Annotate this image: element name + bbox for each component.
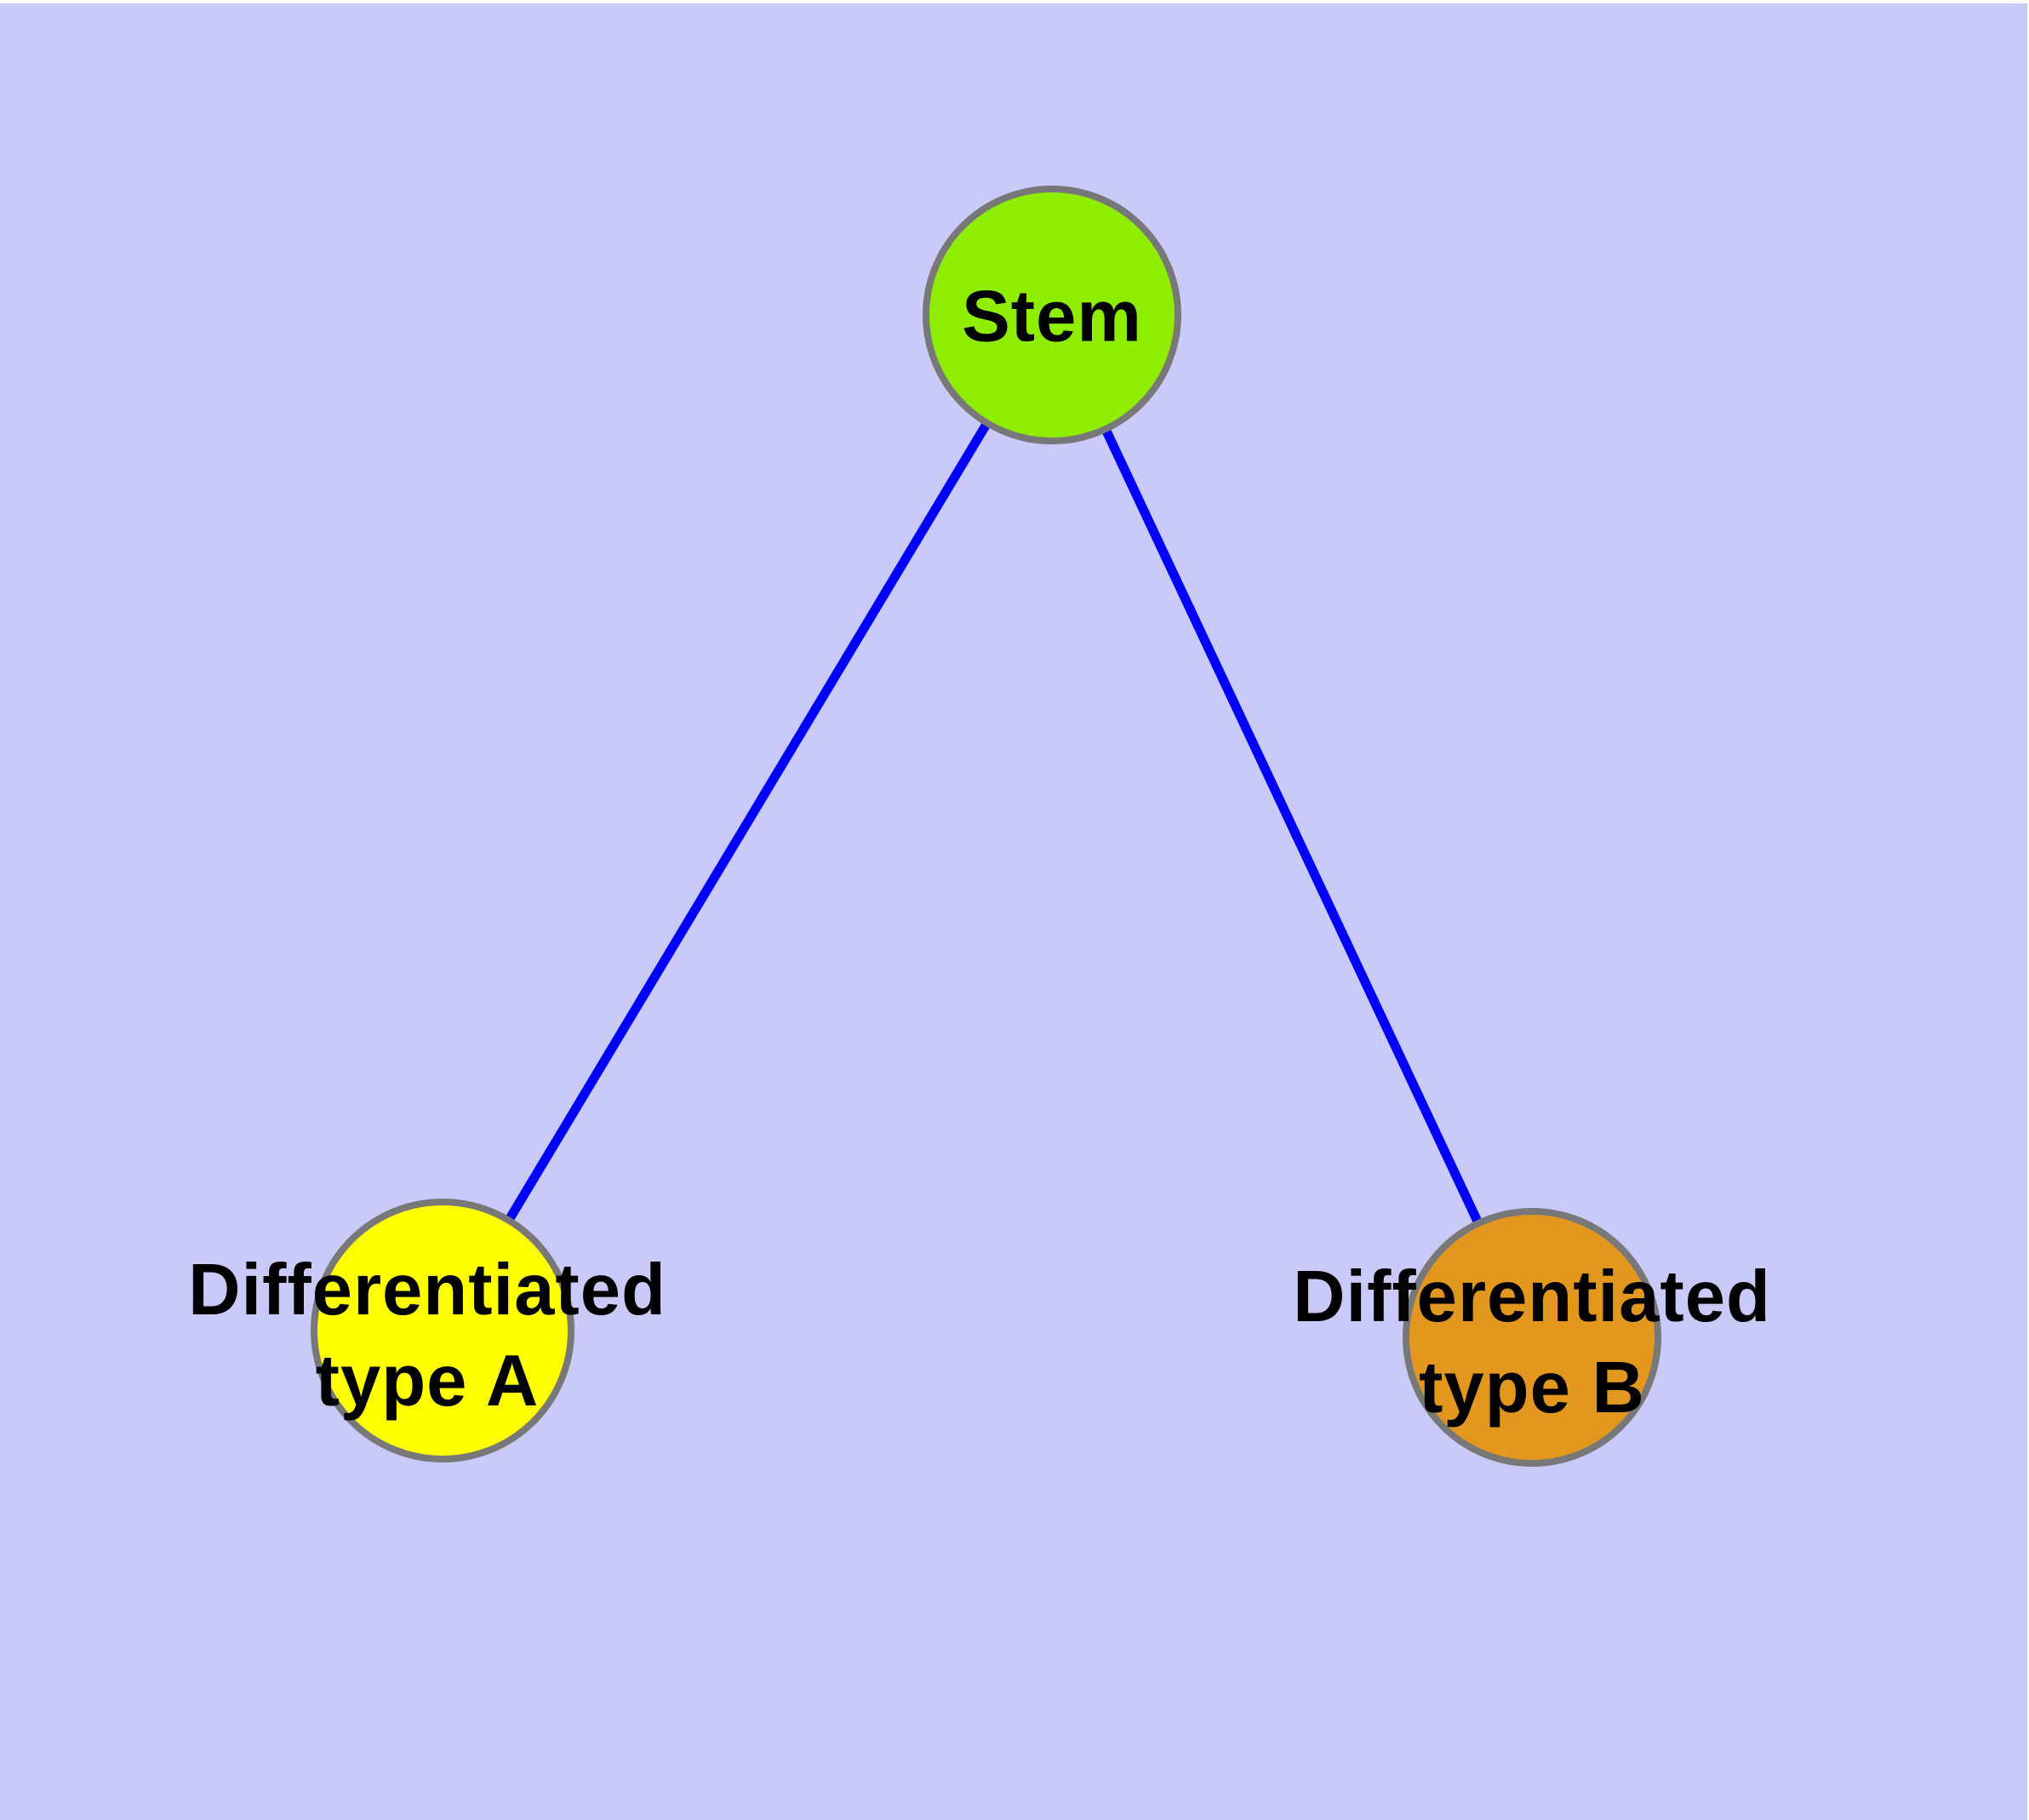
node-stem-label: Stem bbox=[962, 276, 1142, 358]
node-type-a-label: Differentiated type A bbox=[188, 1250, 666, 1422]
node-type-b-label: Differentiated type B bbox=[1293, 1256, 1771, 1428]
edge-stem-to-type-a bbox=[438, 312, 1056, 1333]
edge-stem-to-type-b bbox=[1048, 312, 1536, 1340]
node-type-b-circle bbox=[1403, 1208, 1661, 1467]
node-stem-circle bbox=[923, 186, 1181, 444]
node-type-a-circle bbox=[311, 1199, 574, 1462]
